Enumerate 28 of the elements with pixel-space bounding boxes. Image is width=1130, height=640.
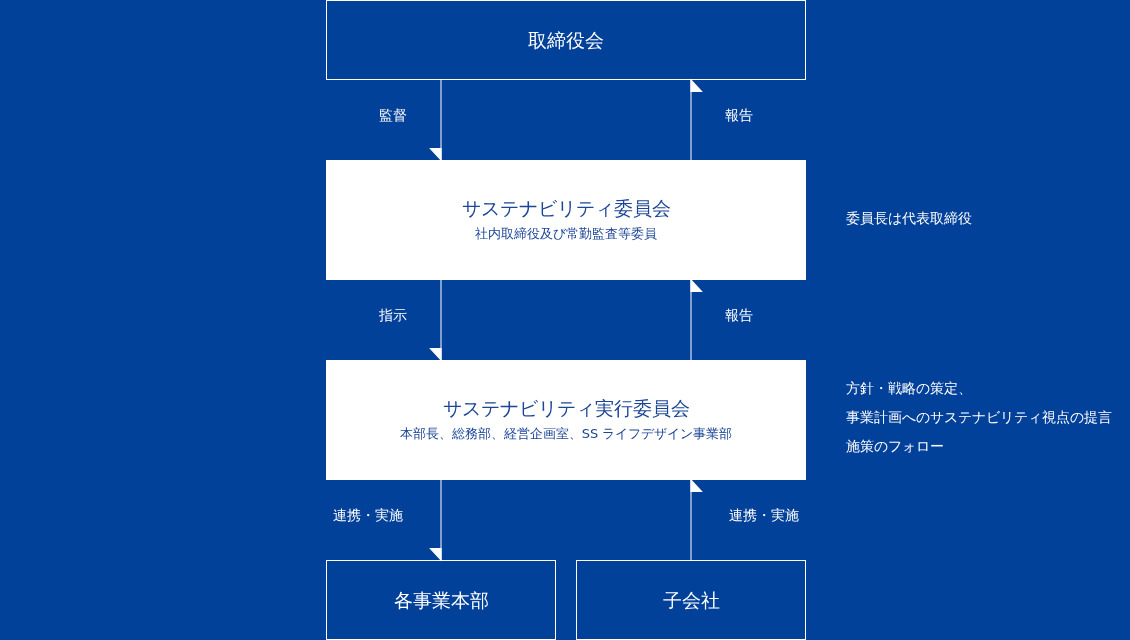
box-subtitle: 社内取締役及び常勤監査等委員 <box>475 225 657 243</box>
box-title: サステナビリティ実行委員会 <box>442 396 690 421</box>
org-box <box>576 560 806 640</box>
edge-label: 指示 <box>379 307 407 325</box>
edge-label: 報告 <box>725 307 753 325</box>
box-title: 各事業本部 <box>393 588 489 613</box>
org-box <box>326 0 806 80</box>
org-box <box>326 160 806 280</box>
box-title: 取締役会 <box>528 28 604 53</box>
arrow <box>690 79 703 161</box>
edge-label: 連携・実施 <box>333 507 403 525</box>
side-note: 委員長は代表取締役 <box>846 209 972 228</box>
arrow <box>429 79 442 161</box>
edge-label: 報告 <box>725 107 753 125</box>
box-subtitle: 本部長、総務部、経営企画室、SS ライフデザイン事業部 <box>399 425 733 443</box>
side-note: 施策のフォロー <box>846 437 944 456</box>
org-box <box>326 560 556 640</box>
arrow <box>690 479 703 561</box>
org-box <box>326 360 806 480</box>
edge-label: 監督 <box>379 107 407 125</box>
side-note: 方針・戦略の策定、 <box>846 379 972 398</box>
arrow <box>690 279 703 361</box>
side-note: 事業計画へのサステナビリティ視点の提言 <box>846 408 1112 427</box>
arrow <box>429 279 442 361</box>
edge-label: 連携・実施 <box>729 507 799 525</box>
box-title: 子会社 <box>662 588 720 613</box>
arrow <box>429 479 442 561</box>
box-title: サステナビリティ委員会 <box>461 196 671 221</box>
